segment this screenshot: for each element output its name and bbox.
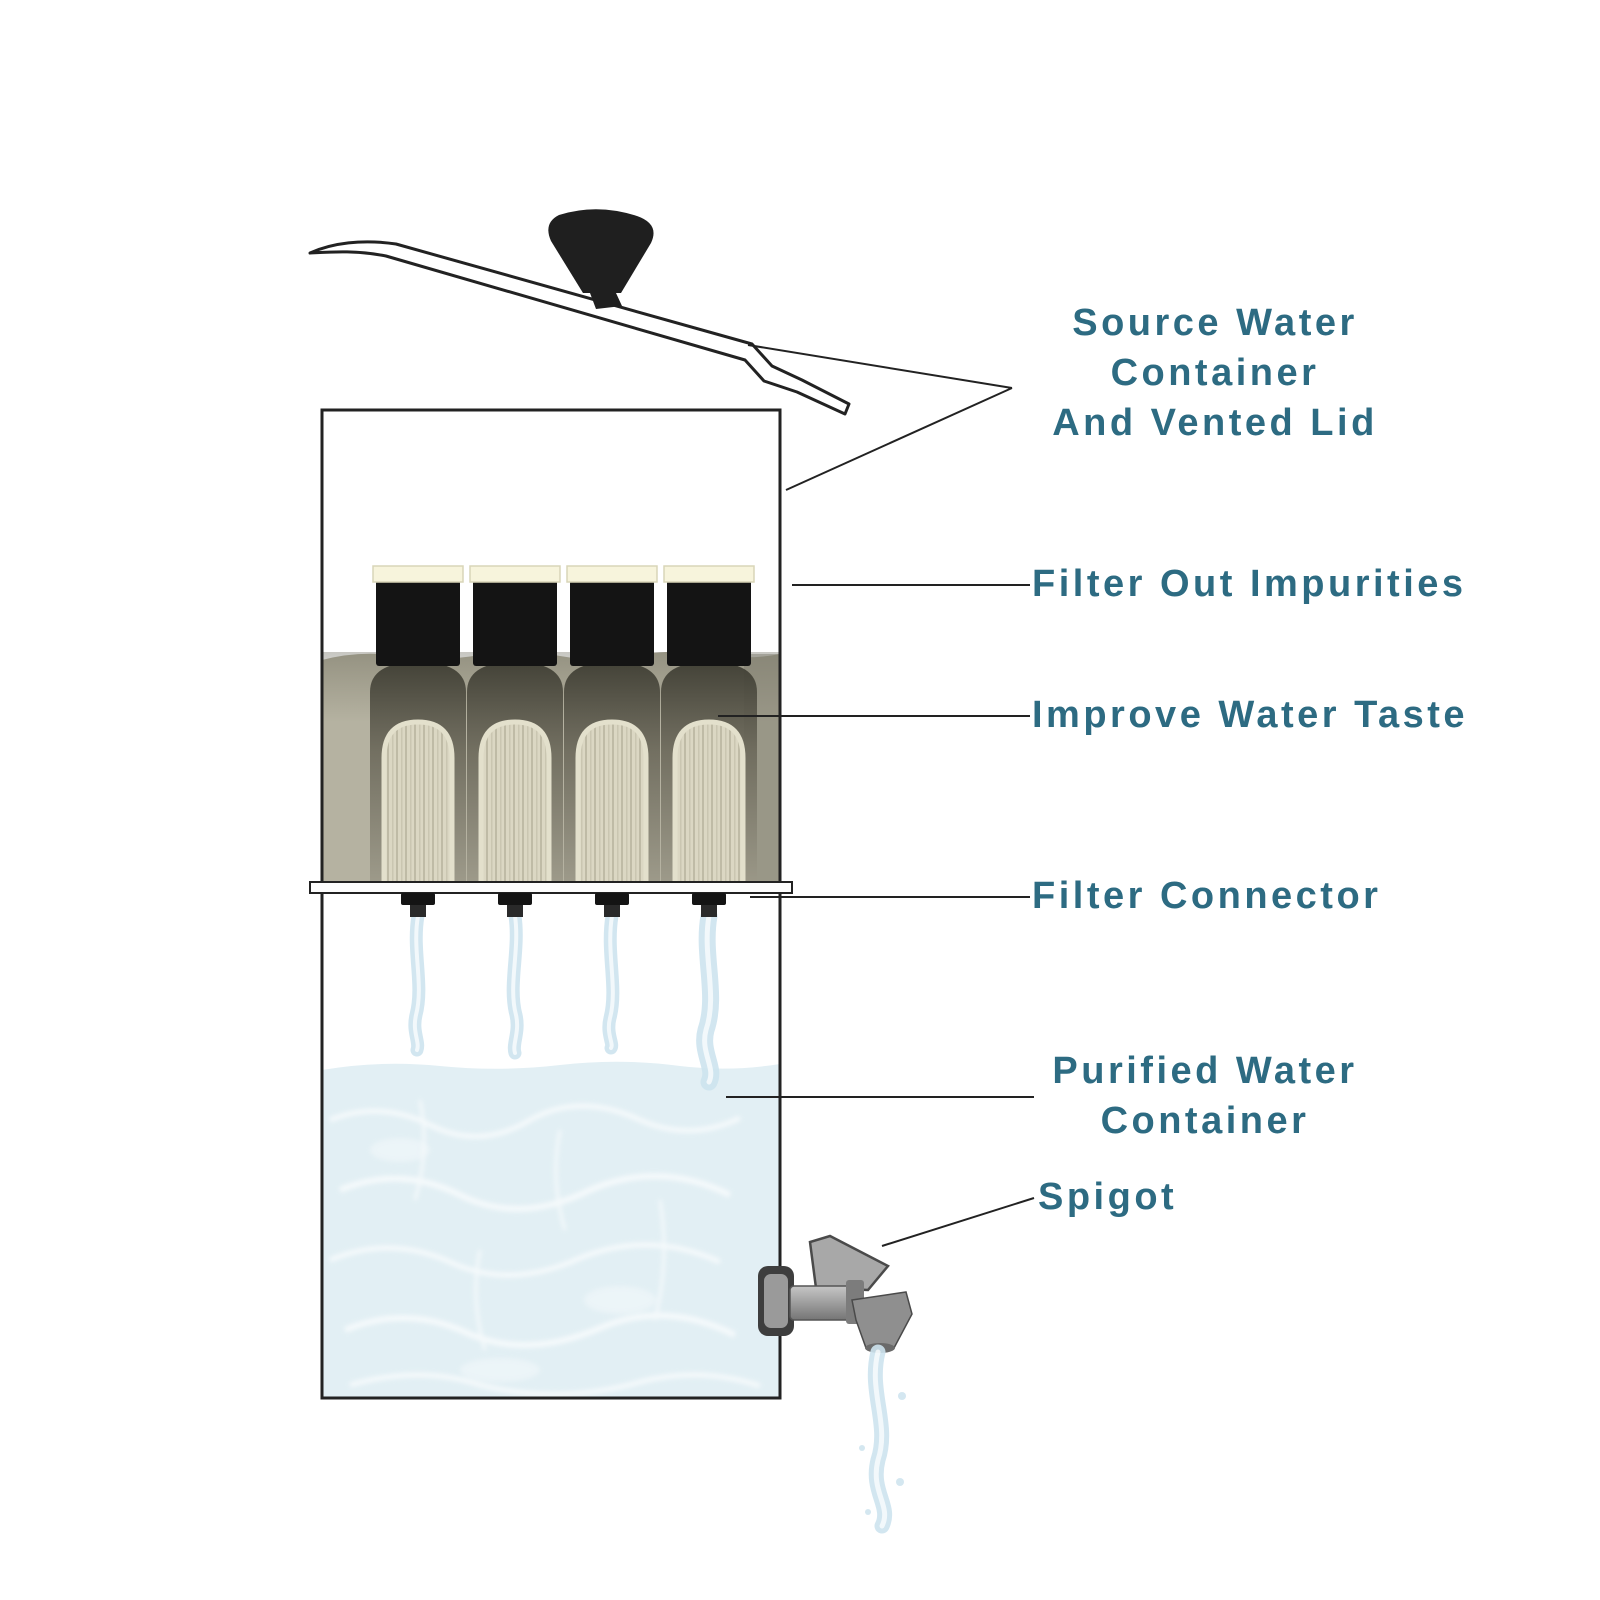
filter-connector-nut xyxy=(595,893,629,905)
filter-body-black xyxy=(667,580,751,666)
filter-pleats xyxy=(672,719,746,887)
leader-lines xyxy=(718,344,1035,1247)
droplet xyxy=(896,1478,904,1486)
filter-element xyxy=(467,565,563,887)
label-source-line-1: Source Water xyxy=(1072,302,1358,344)
caustic-line xyxy=(474,1249,487,1351)
caustic-highlight xyxy=(370,1138,430,1162)
filter-connector-nut xyxy=(401,893,435,905)
label-source-water-container: Source Water Container And Vented Lid xyxy=(1005,298,1425,448)
spigot-spout xyxy=(851,1291,913,1349)
droplet xyxy=(865,1509,871,1515)
caustic-line xyxy=(343,1312,737,1348)
droplet xyxy=(898,1392,906,1400)
water-stream-core xyxy=(702,913,714,1085)
caustic-line xyxy=(349,1372,761,1397)
filter-pleats xyxy=(381,719,455,887)
filter-body-black xyxy=(570,580,654,666)
filter-connector-nut xyxy=(498,893,532,905)
filter-connector-stem xyxy=(410,905,426,917)
lid-body xyxy=(308,240,851,416)
filter-body-black xyxy=(473,580,557,666)
caustic-highlight xyxy=(584,1286,656,1314)
water-caustics xyxy=(329,1099,761,1397)
spigot-water-core xyxy=(872,1349,888,1529)
vented-lid xyxy=(308,209,851,416)
label-source-line-2: Container xyxy=(1110,352,1320,395)
filter-pleats xyxy=(575,719,649,887)
filter-connector-stem xyxy=(701,905,717,917)
lid-knob xyxy=(548,209,654,293)
filter-element xyxy=(564,565,660,887)
spigot-droplets xyxy=(859,1392,906,1515)
filter-cap xyxy=(372,565,464,583)
lid-knob-stem xyxy=(590,293,622,309)
leader-line-lid xyxy=(747,344,1013,389)
label-filter-connector: Filter Connector xyxy=(1032,875,1382,917)
label-purified-line-2: Container xyxy=(1100,1100,1310,1143)
label-purified-water-container: Purified Water Container xyxy=(1030,1046,1380,1146)
filter-cap xyxy=(469,565,561,583)
connector-plate xyxy=(309,881,793,894)
label-source-line-3: And Vented Lid xyxy=(1052,402,1378,445)
spigot xyxy=(758,1234,913,1534)
label-spigot: Spigot xyxy=(1038,1176,1178,1218)
filter-connector-stem xyxy=(507,905,523,917)
caustic-highlight xyxy=(460,1358,540,1382)
label-improve-water-taste: Improve Water Taste xyxy=(1032,694,1469,736)
label-filter-out-impurities: Filter Out Impurities xyxy=(1032,563,1467,605)
water-streams xyxy=(408,907,720,1091)
caustic-line xyxy=(554,1129,567,1231)
filter-pleats xyxy=(478,719,552,887)
filter-element xyxy=(370,565,466,887)
filter-elements xyxy=(370,565,757,887)
water-stream-core xyxy=(412,914,421,1052)
caustic-line xyxy=(338,1173,732,1212)
filter-body-black xyxy=(376,580,460,666)
spigot-wall-flange-inner xyxy=(764,1274,788,1328)
purified-water xyxy=(322,1061,780,1398)
caustic-line xyxy=(329,1103,742,1139)
filter-connector-stem xyxy=(604,905,620,917)
filter-connector-nut xyxy=(692,893,726,905)
filter-element xyxy=(661,565,757,887)
leader-line-spigot xyxy=(881,1197,1035,1247)
filter-connector-plate xyxy=(309,881,793,917)
filter-cap xyxy=(663,565,755,583)
filter-cap xyxy=(566,565,658,583)
spigot-stream xyxy=(867,1344,893,1534)
leader-line-source-wall xyxy=(785,387,1013,491)
filter-connectors xyxy=(401,893,726,917)
caustic-line xyxy=(329,1242,722,1278)
caustic-line xyxy=(653,1199,666,1321)
droplet xyxy=(859,1445,865,1451)
water-stream-core xyxy=(511,914,520,1055)
water-stream-core xyxy=(606,914,615,1050)
label-purified-line-1: Purified Water xyxy=(1052,1050,1358,1092)
